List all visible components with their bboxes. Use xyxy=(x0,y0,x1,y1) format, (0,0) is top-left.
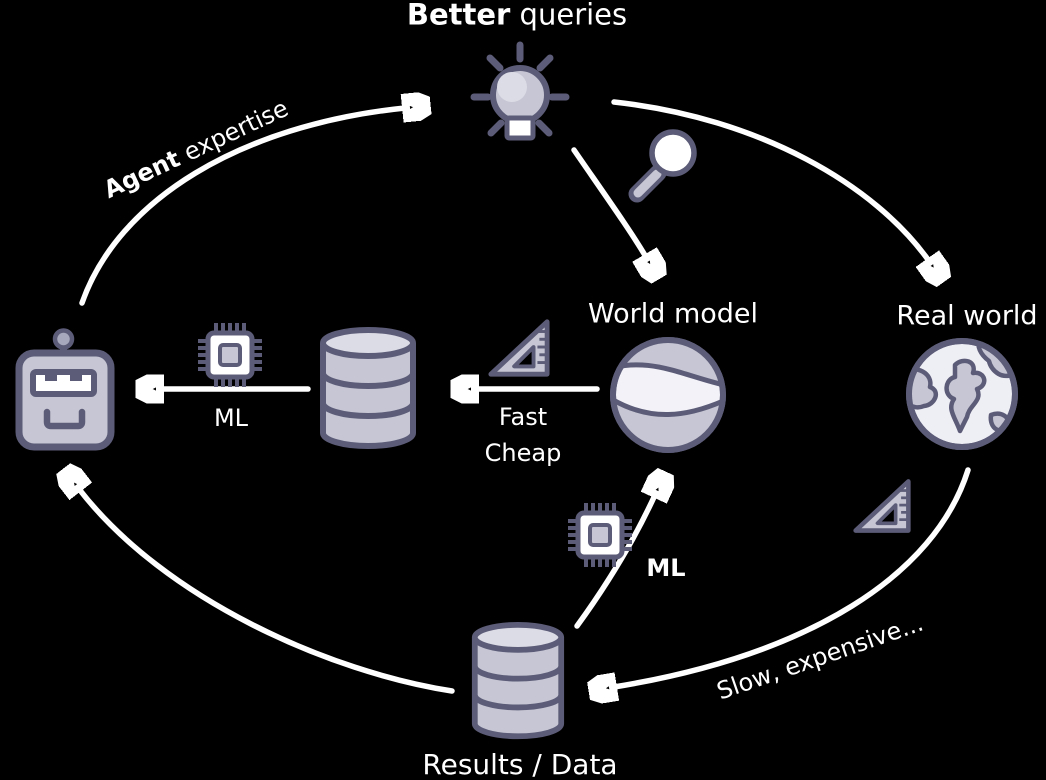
set-square-icon xyxy=(487,317,551,379)
fast-label: Fast xyxy=(498,403,548,431)
title-bold: Better xyxy=(406,0,511,32)
agent-expertise-rest: expertise xyxy=(172,94,293,170)
slow-expensive-label: Slow, expensive... xyxy=(713,608,927,706)
arrow-results-to-agent xyxy=(79,489,455,694)
robot-icon xyxy=(12,326,122,451)
database-icon xyxy=(468,622,568,742)
chip-icon xyxy=(190,315,270,395)
cheap-label: Cheap xyxy=(484,439,562,467)
title-rest: queries xyxy=(510,0,628,32)
agent-expertise-bold: Agent xyxy=(99,144,185,204)
agent-expertise-label: Agent expertise xyxy=(99,94,293,204)
database-icon xyxy=(318,327,418,452)
diagram-title: Better queries xyxy=(406,0,628,32)
magnifier-icon xyxy=(622,126,702,211)
set-square-icon xyxy=(852,477,912,535)
real-world-label: Real world xyxy=(896,300,1038,332)
earth-globe-icon xyxy=(905,337,1019,451)
world-model-label: World model xyxy=(587,298,759,330)
ml-bottom-label: ML xyxy=(646,554,686,582)
results-data-label: Results / Data xyxy=(422,748,618,780)
ml-left-label: ML xyxy=(213,404,249,432)
world-globe-icon xyxy=(606,334,730,458)
lightbulb-icon xyxy=(460,41,580,142)
chip-icon xyxy=(560,495,640,575)
